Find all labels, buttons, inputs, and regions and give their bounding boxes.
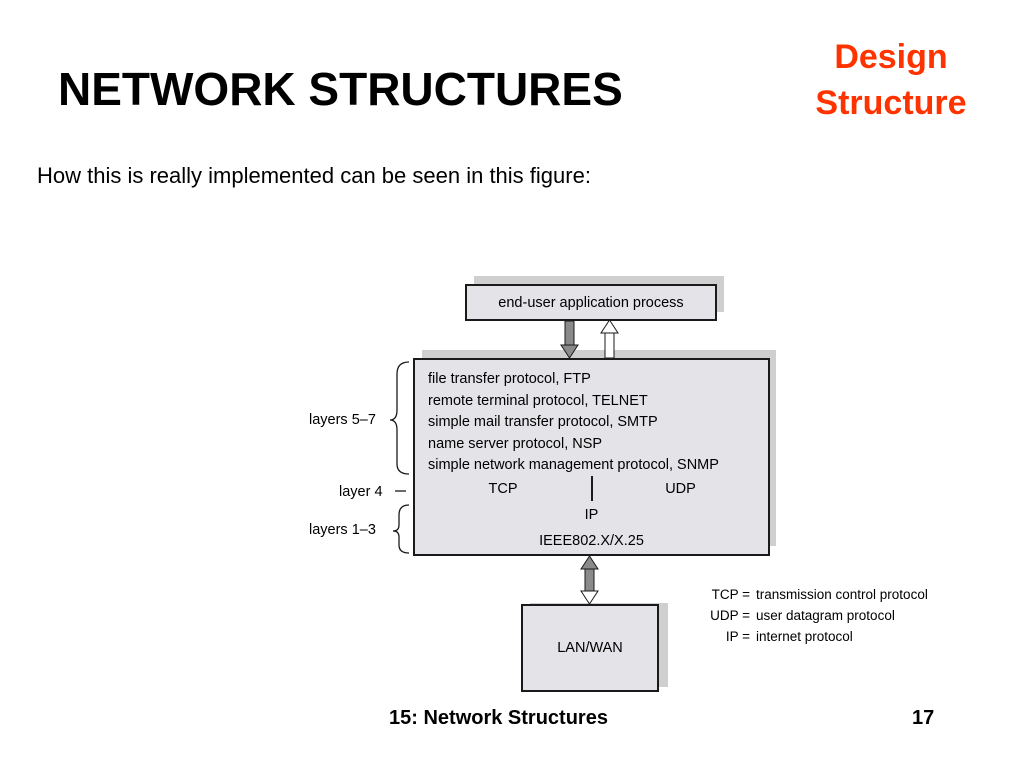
section-label-line2: Structure bbox=[815, 84, 967, 122]
legend-meaning: transmission control protocol bbox=[756, 587, 928, 602]
legend-meaning: internet protocol bbox=[756, 629, 853, 644]
protocol-smtp: simple mail transfer protocol, SMTP bbox=[428, 414, 658, 431]
ip-label: IP bbox=[584, 506, 599, 523]
tcp-label: TCP bbox=[488, 480, 518, 497]
abbreviation-legend: TCP = transmission control protocol UDP … bbox=[700, 584, 928, 647]
application-protocols-box bbox=[413, 358, 770, 478]
legend-abbr: UDP = bbox=[710, 608, 750, 623]
app-process-box: end-user application process bbox=[465, 284, 717, 321]
protocol-ftp: file transfer protocol, FTP bbox=[428, 371, 591, 387]
arrow-down-icon bbox=[560, 320, 579, 359]
protocol-snmp: simple network management protocol, SNMP bbox=[428, 457, 719, 474]
application-protocols-list: file transfer protocol, FTP remote termi… bbox=[428, 369, 719, 477]
app-process-label: end-user application process bbox=[498, 294, 684, 311]
ieee-label: IEEE802.X/X.25 bbox=[539, 533, 644, 549]
lanwan-label: LAN/WAN bbox=[557, 640, 623, 656]
arrow-up-icon bbox=[600, 319, 619, 359]
slide-title: NETWORK STRUCTURES bbox=[58, 63, 623, 115]
section-label: Design Structure bbox=[760, 34, 1022, 126]
udp-label: UDP bbox=[665, 480, 696, 497]
lanwan-box: LAN/WAN bbox=[521, 604, 659, 692]
link-row: IEEE802.X/X.25 bbox=[413, 528, 770, 556]
protocol-telnet: remote terminal protocol, TELNET bbox=[428, 392, 648, 409]
layers-1-3-label: layers 1–3 bbox=[309, 522, 376, 538]
legend-row: UDP = user datagram protocol bbox=[700, 605, 928, 626]
bidirectional-arrow-icon bbox=[580, 555, 599, 605]
legend-abbr: TCP = bbox=[711, 587, 750, 602]
protocol-nsp: name server protocol, NSP bbox=[428, 435, 603, 452]
layers-5-7-label: layers 5–7 bbox=[309, 412, 376, 428]
page-number: 17 bbox=[912, 707, 935, 729]
layer-4-label: layer 4 bbox=[339, 484, 383, 500]
udp-cell: UDP bbox=[593, 476, 768, 501]
footer-title: 15: Network Structures bbox=[389, 707, 608, 729]
slide-subtitle: How this is really implemented can be se… bbox=[37, 163, 591, 188]
legend-abbr: IP = bbox=[725, 629, 750, 644]
legend-meaning: user datagram protocol bbox=[756, 608, 895, 623]
section-label-line1: Design bbox=[834, 38, 948, 76]
brace-layers-1-3 bbox=[392, 504, 410, 554]
legend-row: IP = internet protocol bbox=[700, 626, 928, 647]
tcp-cell: TCP bbox=[415, 476, 593, 501]
brace-layers-5-7 bbox=[389, 361, 410, 475]
legend-row: TCP = transmission control protocol bbox=[700, 584, 928, 605]
